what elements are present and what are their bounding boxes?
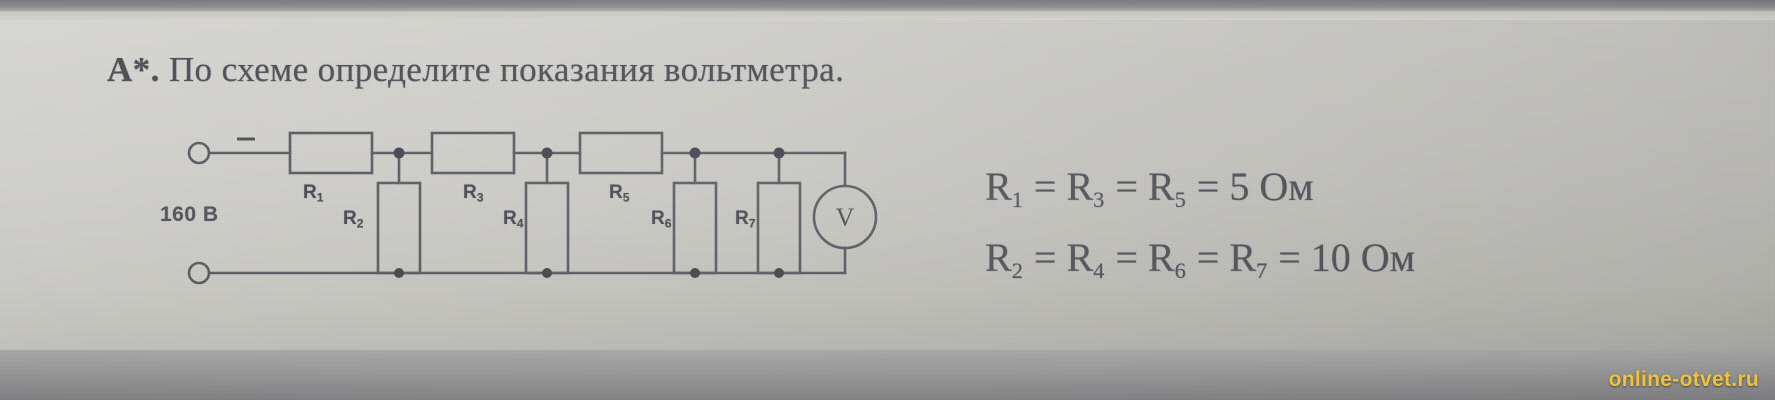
- page-title-text: По схеме определите показания вольтметра…: [159, 50, 845, 89]
- watermark: online-otvet.ru: [1608, 368, 1759, 391]
- resistor-label-r3: R3: [463, 182, 484, 205]
- resistor-label-r7: R7: [735, 208, 756, 231]
- resistor-label-r5: R5: [609, 182, 630, 205]
- resistor-r1-body: [288, 131, 374, 175]
- page-title: А*. По схеме определите показания вольтм…: [107, 50, 844, 90]
- junction-node-2: [541, 147, 553, 159]
- page-top-edge: [0, 0, 1775, 12]
- resistor-r3-body: [430, 131, 516, 175]
- terminal-negative-icon: [187, 261, 211, 285]
- page-top-edge-highlight: [0, 11, 1775, 20]
- junction-node-2b: [542, 268, 552, 278]
- given-values-block: R1 = R3 = R5 = 5 Ом R2 = R4 = R6 = R7 = …: [985, 158, 1415, 300]
- resistor-label-r2: R2: [343, 208, 364, 231]
- resistor-r5-body: [578, 131, 664, 175]
- voltmeter-letter: V: [836, 203, 855, 232]
- resistor-r4-body: [524, 181, 570, 275]
- resistor-label-r6: R6: [651, 208, 672, 231]
- page-title-prefix: А*.: [107, 50, 160, 89]
- resistor-label-r1: R1: [303, 182, 324, 205]
- circuit-schematic: V: [187, 131, 878, 285]
- resistor-r6-body: [672, 181, 718, 275]
- page-bottom-shadow: [0, 348, 1775, 400]
- junction-node-3b: [690, 268, 700, 278]
- junction-node-1: [393, 147, 405, 159]
- junction-node-3: [689, 147, 701, 159]
- resistor-r7-body: [756, 181, 802, 275]
- terminal-positive-icon: [187, 141, 211, 165]
- junction-node-4b: [774, 268, 784, 278]
- given-line-2: R2 = R4 = R6 = R7 = 10 Ом: [985, 235, 1416, 284]
- resistor-label-r4: R4: [503, 208, 524, 231]
- junction-node-1b: [394, 268, 404, 278]
- junction-dots: [393, 147, 785, 278]
- paper-background: [0, 10, 1775, 350]
- junction-node-4: [773, 147, 785, 159]
- resistor-r2-body: [376, 181, 422, 275]
- source-voltage-label: 160 В: [160, 203, 219, 226]
- given-line-1: R1 = R3 = R5 = 5 Ом: [985, 164, 1314, 213]
